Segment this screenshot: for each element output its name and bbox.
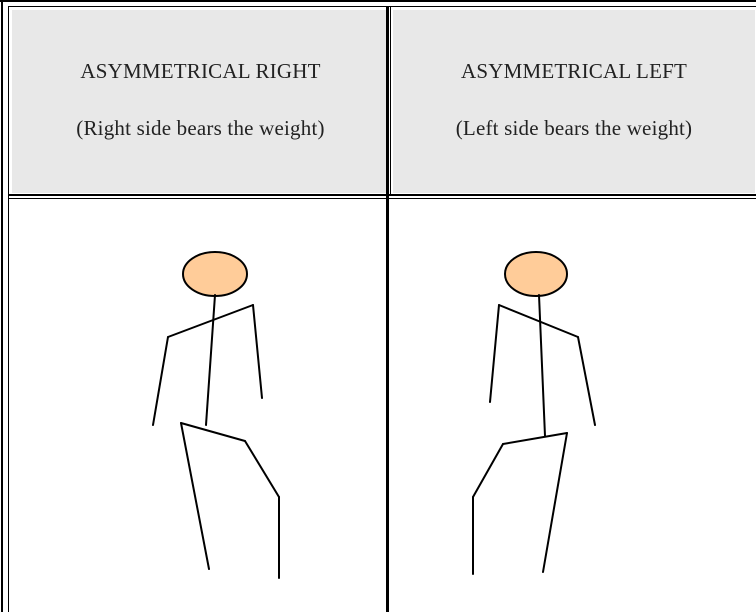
border-left-inner [8,6,9,612]
figure-arm-left [153,337,168,425]
figure-cell-asymmetrical-right [12,197,385,612]
header-divider-inner [8,198,756,199]
column-subtitle-left-side: (Left side bears the weight) [393,116,755,140]
border-top-inner [8,6,756,7]
figure-spine [206,295,215,425]
figure-arm-left [490,305,499,402]
header-cell-asymmetrical-left: ASYMMETRICAL LEFT (Left side bears the w… [393,10,755,193]
header-cell-asymmetrical-right: ASYMMETRICAL RIGHT (Right side bears the… [12,10,389,193]
figure-shoulders [168,305,253,337]
column-subtitle-right-side: (Right side bears the weight) [12,116,389,140]
figure-head [505,252,567,296]
figure-leg-right [543,433,567,572]
figure-arm-right [578,337,595,425]
column-divider [386,6,389,612]
figure-arm-right [253,305,262,398]
stick-figure-right-weight [12,197,385,612]
figure-shoulders [499,305,578,337]
column-title-asymmetrical-left: ASYMMETRICAL LEFT [393,59,755,83]
figure-hips [181,423,245,441]
figure-cell-asymmetrical-left [389,197,755,612]
column-divider-accent [390,6,391,194]
header-divider [8,194,756,196]
border-top [0,0,756,2]
figure-head [183,252,247,296]
column-title-asymmetrical-right: ASYMMETRICAL RIGHT [12,59,389,83]
figure-thigh-left [473,444,503,497]
border-left-outer [1,0,3,612]
stick-figure-left-weight [389,197,755,612]
figure-spine [539,295,545,436]
figure-leg-left [181,423,209,569]
figure-hips [503,433,567,444]
figure-thigh-right [245,441,279,497]
